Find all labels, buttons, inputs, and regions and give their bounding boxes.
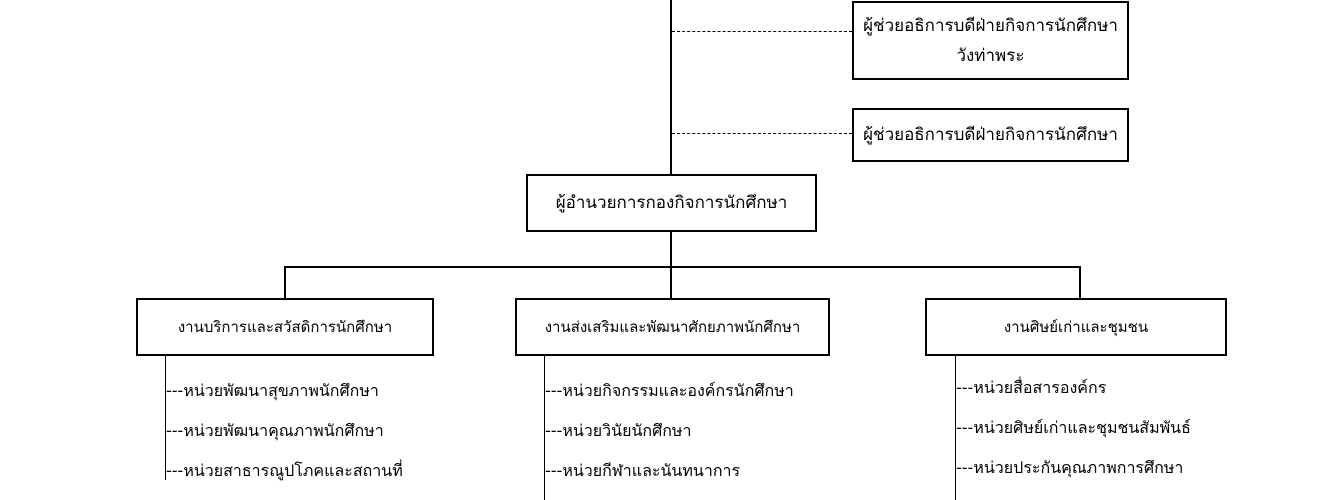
unit-item: ---หน่วยศิษย์เก่าและชุมชนสัมพันธ์ bbox=[956, 418, 1191, 437]
branch-drop-left bbox=[284, 266, 286, 299]
unit-item: ---หน่วยกีฬาและนันทนาการ bbox=[545, 461, 741, 480]
unit-item: ---หน่วยสื่อสารองค์กร bbox=[956, 378, 1107, 397]
assistant-title: ผู้ช่วยอธิการบดีฝ่ายกิจการนักศึกษา bbox=[863, 125, 1118, 145]
division-title: งานบริการและสวัสดิการนักศึกษา bbox=[177, 318, 393, 336]
unit-item: ---หน่วยวินัยนักศึกษา bbox=[545, 421, 692, 440]
main-vertical-line bbox=[670, 0, 672, 174]
unit-item: ---หน่วยพัฒนาคุณภาพนักศึกษา bbox=[166, 421, 384, 440]
division-box-alumni: งานศิษย์เก่าและชุมชน bbox=[925, 298, 1227, 356]
branch-drop-center bbox=[670, 266, 672, 299]
branch-drop-right bbox=[1079, 266, 1081, 299]
horizontal-branch-line bbox=[284, 266, 1081, 268]
director-box: ผู้อำนวยการกองกิจการนักศึกษา bbox=[526, 174, 817, 232]
unit-item: ---หน่วยกิจกรรมและองค์กรนักศึกษา bbox=[545, 381, 794, 400]
units-rail-right bbox=[955, 356, 956, 500]
units-rail-center bbox=[544, 356, 545, 500]
assistant-box: ผู้ช่วยอธิการบดีฝ่ายกิจการนักศึกษา bbox=[852, 108, 1129, 162]
director-title: ผู้อำนวยการกองกิจการนักศึกษา bbox=[555, 193, 788, 213]
unit-item: ---หน่วยพัฒนาสุขภาพนักศึกษา bbox=[166, 381, 379, 400]
unit-item: ---หน่วยสาธารณูปโภคและสถานที่ bbox=[166, 461, 403, 480]
division-title: งานศิษย์เก่าและชุมชน bbox=[1003, 318, 1149, 336]
division-title: งานส่งเสริมและพัฒนาศักยภาพนักศึกษา bbox=[544, 318, 801, 336]
dashed-connector-assistant-wangthaphra bbox=[672, 31, 852, 32]
units-rail-left bbox=[165, 356, 166, 480]
dashed-connector-assistant bbox=[672, 133, 852, 134]
director-down-line bbox=[670, 231, 672, 268]
assistant-wangthaphra-subtitle: วังท่าพระ bbox=[956, 45, 1025, 66]
division-box-services: งานบริการและสวัสดิการนักศึกษา bbox=[136, 298, 434, 356]
assistant-wangthaphra-title: ผู้ช่วยอธิการบดีฝ่ายกิจการนักศึกษา bbox=[863, 15, 1118, 36]
division-box-development: งานส่งเสริมและพัฒนาศักยภาพนักศึกษา bbox=[515, 298, 830, 356]
unit-item: ---หน่วยประกันคุณภาพการศึกษา bbox=[956, 458, 1184, 477]
assistant-wangthaphra-box: ผู้ช่วยอธิการบดีฝ่ายกิจการนักศึกษา วังท่… bbox=[852, 1, 1129, 80]
